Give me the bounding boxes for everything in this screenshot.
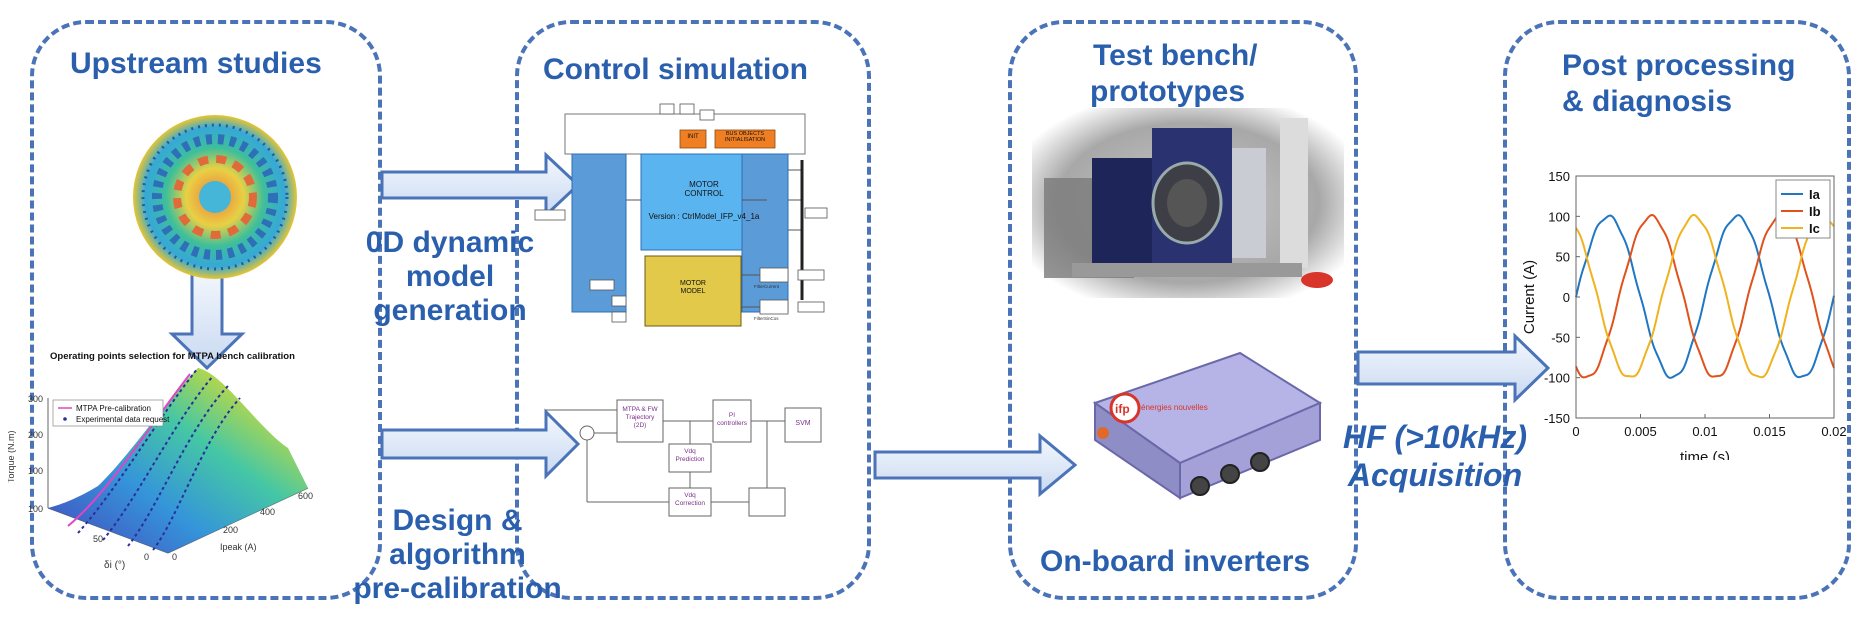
acq-line2: Acquisition — [1347, 457, 1523, 493]
legend-label-ib: Ib — [1809, 204, 1821, 219]
acq-line1: HF (>10kHz) — [1342, 419, 1528, 455]
x-tick-0: 0 — [144, 552, 149, 562]
z-tick-100: 100 — [28, 466, 43, 476]
bench-panel — [1008, 20, 1358, 600]
ctrl-prediction-block: Vdq Prediction — [675, 448, 705, 463]
model-generation-label: 0D dynamic model generation — [345, 226, 555, 328]
y-tick-label: -100 — [1544, 371, 1570, 386]
y-tick-0: 0 — [172, 552, 177, 562]
inverter-brand: énergies nouvelles — [1141, 403, 1208, 412]
design-line1: Design & — [392, 504, 523, 537]
series-line-ia — [1575, 214, 1835, 379]
model-gen-line1: 0D dynamic — [365, 226, 535, 259]
y-tick-label: 100 — [1548, 209, 1570, 224]
surface-ylabel: Ipeak (A) — [220, 542, 257, 552]
legend-mtpa: MTPA Pre-calibration — [76, 404, 151, 413]
control-block-diagram: MTPA & FW Trajectory (2D) PI controllers… — [545, 398, 825, 520]
upstream-panel — [30, 20, 382, 600]
post-title-line1: Post processing — [1562, 49, 1796, 82]
x-tick-label: 0.005 — [1624, 424, 1657, 439]
sim-motor-control-title: MOTOR CONTROL — [684, 180, 724, 198]
upstream-title: Upstream studies — [70, 47, 322, 80]
surface-xlabel: δi (°) — [104, 560, 125, 571]
ctrl-correction-block: Vdq Correction — [675, 492, 705, 507]
post-title-line2: & diagnosis — [1562, 85, 1733, 118]
y-tick-label: 0 — [1563, 290, 1570, 305]
y-tick-label: 150 — [1548, 169, 1570, 184]
ctrl-svm-block: SVM — [795, 420, 811, 427]
model-gen-line2: model — [405, 260, 495, 293]
ctrl-pi-block: PI controllers — [717, 412, 747, 427]
sim-bus-init-block: BUS OBJECTS INITIALISATION — [724, 131, 766, 143]
inverter-logo: ifp — [1115, 402, 1130, 416]
bench-title-line2: prototypes — [1090, 75, 1246, 108]
bench-title-line1: Test bench/ — [1093, 39, 1258, 72]
legend-label-ic: Ic — [1809, 221, 1820, 236]
test-bench-photo — [1032, 108, 1344, 298]
y-tick-400: 400 — [260, 507, 275, 517]
sim-motor-model: MOTOR MODEL — [680, 280, 706, 295]
sim-init-block: INIT — [687, 134, 699, 140]
x-tick-label: 0.02 — [1821, 424, 1846, 439]
control-title: Control simulation — [543, 53, 808, 86]
design-line2: algorithm — [389, 538, 526, 571]
acquisition-label: HF (>10kHz) Acquisition — [1325, 418, 1545, 494]
x-tick-label: 0.015 — [1753, 424, 1786, 439]
sim-version: Version : CtrlModel_IFP_v4_1a — [648, 212, 760, 221]
ctrl-mtpa-block: MTPA & FW Trajectory (2D) — [622, 406, 658, 429]
chart-xlabel: time (s) — [1680, 449, 1730, 460]
inverter-image: ifp énergies nouvelles — [1092, 351, 1323, 500]
post-panel — [1503, 20, 1851, 600]
legend-experimental: Experimental data request — [76, 415, 170, 424]
control-panel — [515, 20, 871, 600]
surface-plot: MTPA Pre-calibration Experimental data r… — [8, 368, 313, 571]
inverters-title: On-board inverters — [1040, 545, 1311, 578]
z-tick-300: 300 — [28, 394, 43, 404]
x-tick-label: 0 — [1572, 424, 1579, 439]
model-gen-line3: generation — [373, 294, 527, 327]
sim-filter-current: FilterCurrent — [754, 284, 780, 289]
x-tick-50: 50 — [93, 534, 103, 544]
surface-zlabel: Torque (N.m) — [8, 430, 16, 483]
design-line3: pre-calibration — [353, 572, 562, 605]
y-tick-600: 600 — [298, 491, 313, 501]
chart-legend-box — [1775, 179, 1831, 239]
motor-crosssection-image — [133, 115, 297, 279]
y-tick-label: -150 — [1544, 411, 1570, 426]
series-line-ic — [1575, 213, 1835, 379]
legend-label-ia: Ia — [1809, 187, 1821, 202]
y-tick-label: 50 — [1556, 250, 1570, 265]
chart-ylabel: Current (A) — [1521, 260, 1538, 334]
y-tick-label: -50 — [1551, 330, 1570, 345]
y-tick-200: 200 — [223, 525, 238, 535]
design-label: Design & algorithm pre-calibration — [340, 504, 575, 606]
z-tick-200: 200 — [28, 430, 43, 440]
z-tick-100b: 100 — [28, 504, 43, 514]
x-tick-label: 0.01 — [1692, 424, 1717, 439]
simulink-model: INIT BUS OBJECTS INITIALISATION MOTOR CO… — [530, 100, 830, 330]
sim-filter-sincos: FilterSinCos — [754, 316, 779, 321]
surface-plot-title: Operating points selection for MTPA benc… — [50, 351, 295, 362]
